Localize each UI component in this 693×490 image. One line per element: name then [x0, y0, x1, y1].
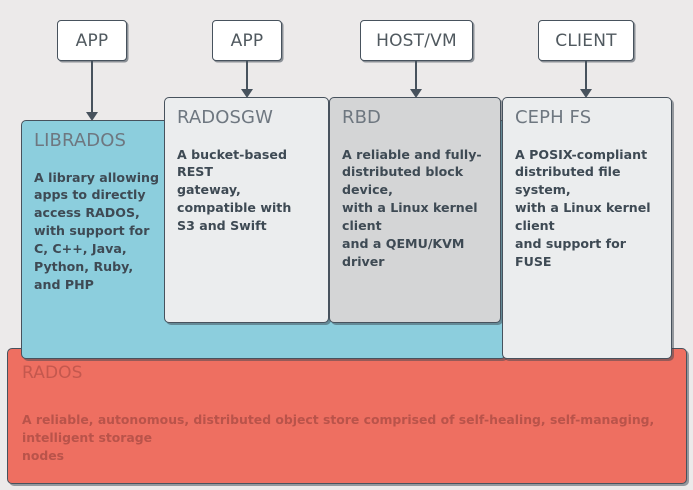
client-box-label: APP [75, 30, 109, 51]
layer-cephfs-description: A POSIX-compliant distributed file syste… [515, 146, 651, 269]
client-box-label: CLIENT [555, 30, 617, 51]
arrow-client-to-cephfs [585, 61, 588, 90]
layer-rbd-description: A reliable and fully- distributed block … [342, 146, 482, 269]
arrow-host-vm-to-rbd [415, 61, 418, 90]
layer-rados-title: RADOS [22, 363, 83, 383]
layer-cephfs-title: CEPH FS [515, 107, 592, 128]
client-box-app-radosgw[interactable]: APP [212, 20, 282, 61]
layer-rbd-title: RBD [342, 107, 382, 128]
arrow-head-client-to-cephfs [580, 89, 592, 98]
arrow-app-to-librados [91, 61, 94, 113]
layer-rbd[interactable]: RBD A reliable and fully- distributed bl… [329, 97, 501, 323]
client-box-app-librados[interactable]: APP [57, 20, 127, 61]
client-box-client[interactable]: CLIENT [538, 20, 634, 61]
client-box-host-vm[interactable]: HOST/VM [360, 20, 473, 61]
client-box-label: APP [230, 30, 264, 51]
layer-cephfs[interactable]: CEPH FS A POSIX-compliant distributed fi… [502, 97, 672, 359]
layer-radosgw[interactable]: RADOSGW A bucket-based REST gateway, com… [164, 97, 329, 323]
arrow-app-to-radosgw [246, 61, 249, 90]
arrow-head-host-vm-to-rbd [410, 89, 422, 98]
layer-rados-description: A reliable, autonomous, distributed obje… [22, 412, 655, 463]
layer-radosgw-description: A bucket-based REST gateway, compatible … [177, 146, 292, 234]
client-box-label: HOST/VM [376, 30, 457, 51]
layer-librados-description: A library allowing apps to directly acce… [34, 169, 160, 292]
layer-rados[interactable]: RADOS A reliable, autonomous, distribute… [7, 348, 687, 484]
arrow-head-app-to-radosgw [241, 89, 253, 98]
arrow-head-app-to-librados [86, 112, 98, 121]
layer-radosgw-title: RADOSGW [177, 107, 273, 128]
layer-librados-title: LIBRADOS [34, 130, 127, 151]
